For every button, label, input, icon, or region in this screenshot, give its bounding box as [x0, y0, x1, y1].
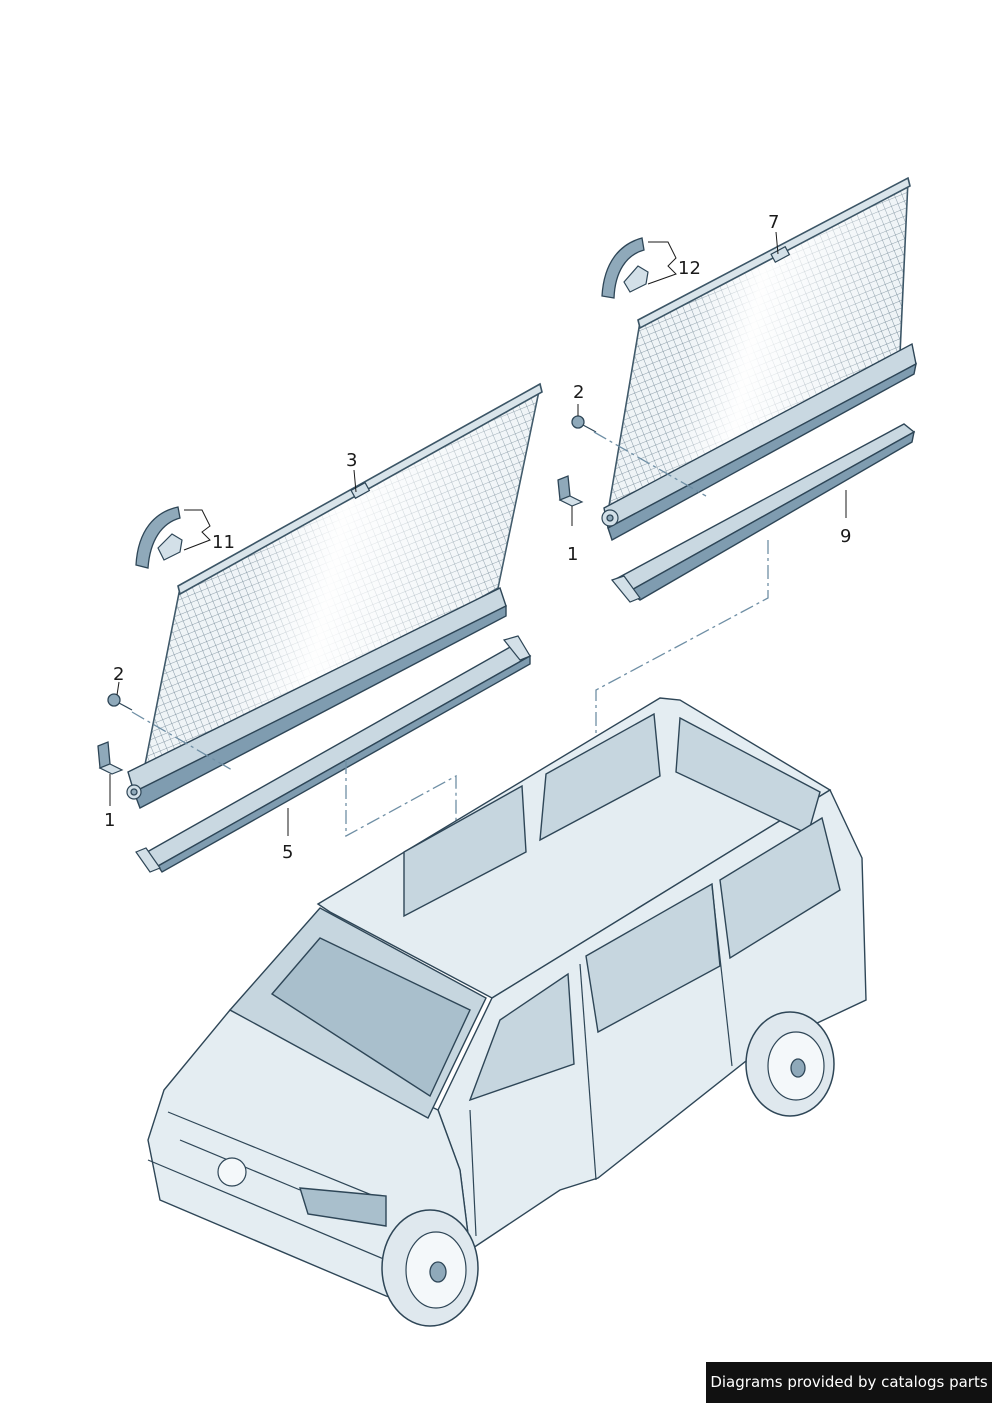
callout-1-left: 1: [104, 810, 115, 831]
trim-cover-right-12: [601, 237, 649, 299]
callout-2-left: 2: [113, 664, 124, 685]
guide-rail-left: [126, 587, 507, 809]
bracket-right: [557, 475, 584, 507]
callout-7: 7: [768, 212, 779, 233]
badge-icon: [217, 1157, 247, 1187]
trim-cover-left-11: [135, 506, 183, 569]
callout-9: 9: [840, 526, 851, 547]
screw-left: [107, 693, 133, 711]
callout-5: 5: [282, 842, 293, 863]
sunblind-left: [138, 382, 543, 792]
callout-1-right: 1: [567, 544, 578, 565]
bracket-left: [97, 741, 124, 775]
trim-strip-left-5: [135, 635, 532, 873]
van-illustration: [147, 697, 867, 1327]
pull-tab-left: [350, 481, 371, 500]
screw-right: [571, 415, 597, 433]
callouts: 1 1 2 2 3 5 7 9 11 12: [104, 212, 851, 863]
credit-banner: Diagrams provided by catalogs parts: [706, 1362, 992, 1403]
leader-lines: [109, 231, 847, 836]
callout-3: 3: [346, 450, 357, 471]
callout-2-right: 2: [573, 382, 584, 403]
callout-12: 12: [678, 258, 701, 279]
sunblind-right: [606, 176, 911, 514]
callout-11: 11: [212, 532, 235, 553]
trim-strip-right-9: [610, 423, 916, 603]
